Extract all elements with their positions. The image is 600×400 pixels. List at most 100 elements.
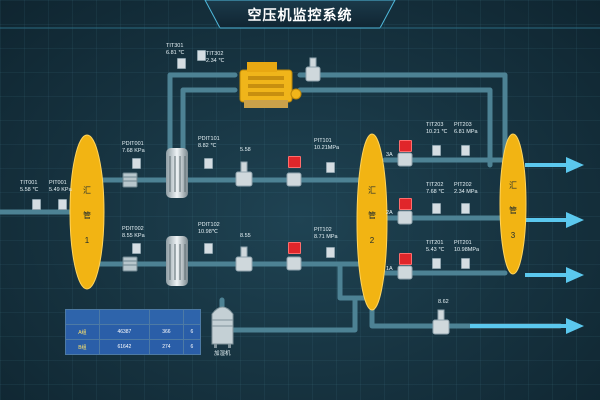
control-valve-3A[interactable] [399,140,412,152]
hub-3-char-3: 3 [510,231,516,240]
pit101-readout: PIT101 10.21MPa [314,138,339,152]
pit203-sensor-icon[interactable] [461,145,470,156]
pdit101-tag: PDIT101 [198,136,220,142]
flow-meter-3 [432,309,450,335]
humidifier-tank[interactable] [210,302,235,349]
valve-label-1A: 1A [386,266,393,272]
pit001-sensor-icon[interactable] [58,199,67,210]
tit202-tag: TIT202 [426,182,444,188]
control-valve-2[interactable] [288,242,301,254]
pit203-value: 6.81 MPa [454,129,478,135]
pipe-lower-tank [219,297,358,333]
pipe-top-loop [167,72,238,183]
hub-2-char-1: 汇 [368,186,376,195]
tit203-sensor-icon[interactable] [432,145,441,156]
tit201-sensor-icon[interactable] [432,258,441,269]
tit202-readout: TIT202 7.68 ℃ [426,182,444,196]
control-valve-1A[interactable] [399,253,412,265]
pit001-tag: PIT001 [49,180,67,186]
tit001-tag: TIT001 [20,180,38,186]
pipe-top-out-2 [297,87,493,168]
pdit101-sensor-icon[interactable] [204,158,213,169]
table-header-cell [98,309,151,325]
pit201-tag: PIT201 [454,240,472,246]
table-cell: 61642 [98,339,151,355]
page-title: 空压机监控系统 [247,7,353,23]
filter-drum-2 [166,236,188,286]
pit001-value: 5.49 KPa [49,187,72,193]
control-valve-2A[interactable] [399,198,412,210]
table-row[interactable]: B组 61642 274 6 [65,339,202,355]
pdit001-sensor-icon[interactable] [132,158,141,169]
pit202-value: 2.34 MPa [454,189,478,195]
pdit001-value: 7.68 KPa [122,148,145,154]
table-row[interactable]: A组 46387 366 6 [65,324,202,340]
pit203-readout: PIT203 6.81 MPa [454,122,478,136]
pipe-bottom [369,297,563,329]
table-header-cell [149,309,184,325]
tit203-value: 10.21 ℃ [426,129,448,135]
pit202-sensor-icon[interactable] [461,203,470,214]
hub-2-char-3: 2 [369,236,375,245]
flow-meter-top [305,57,321,82]
pdit002-value: 8.55 KPa [122,233,145,239]
pipe-lower-loop [337,261,373,301]
hub-1-char-1: 汇 [83,186,91,195]
title-bar: 空压机监控系统 [205,0,395,34]
flow-meter-1 [235,161,253,187]
table-header-cell [65,309,100,325]
table-cell: 6 [182,324,202,340]
pdit002-tag: PDIT002 [122,226,144,232]
pdit002-readout: PDIT002 8.55 KPa [122,226,145,240]
tit201-value: 5.43 ℃ [426,247,445,253]
flow-meter-2 [235,246,253,272]
table-cell: A组 [65,324,100,340]
pit201-sensor-icon[interactable] [461,258,470,269]
pit102-value: 8.71 MPa [314,234,338,240]
hub-2-char-2: 管 [368,211,376,220]
pdit002-sensor-icon[interactable] [132,243,141,254]
pit202-readout: PIT202 2.34 MPa [454,182,478,196]
pipe-top-out [297,72,508,168]
pit201-readout: PIT201 10.98MPa [454,240,479,254]
valve-label-3A: 3A [386,152,393,158]
hub-3-shape [499,133,527,275]
unit-summary-table: A组 46387 366 6 B组 61642 274 6 [65,309,202,355]
hub-3-char-1: 汇 [509,181,517,190]
pdit102-sensor-icon[interactable] [204,243,213,254]
outlet-arrow-2 [566,212,584,228]
pit202-tag: PIT202 [454,182,472,188]
pit102-sensor-icon[interactable] [326,247,335,258]
tit301-tag: TIT301 [166,43,184,49]
tit201-readout: TIT201 5.43 ℃ [426,240,444,254]
table-header-cell [182,309,202,325]
table-cell: 366 [149,324,184,340]
table-cell: 274 [149,339,184,355]
table-cell: 46387 [98,324,151,340]
pdit001-readout: PDIT001 7.68 KPa [122,141,145,155]
tit302-tag: TIT302 [206,51,224,57]
control-valve-1[interactable] [288,156,301,168]
pdit102-tag: PDIT102 [198,222,220,228]
pit101-sensor-icon[interactable] [326,162,335,173]
tit202-value: 7.68 ℃ [426,189,445,195]
cooler-2 [122,256,138,272]
tit001-sensor-icon[interactable] [32,199,41,210]
pit102-tag: PIT102 [314,227,332,233]
tit201-tag: TIT201 [426,240,444,246]
flow3-readout: 8.62 [438,299,449,305]
table-header-row [65,309,202,325]
humidifier-label: 加湿机 [214,351,231,357]
tit203-readout: TIT203 10.21 ℃ [426,122,447,136]
tit302-sensor-icon[interactable] [197,50,206,61]
hub-3-label: 汇 管 3 [506,180,520,241]
tit202-sensor-icon[interactable] [432,203,441,214]
butterfly-valves [286,152,413,280]
valve-label-2A: 2A [386,210,393,216]
outlet-arrow-4 [566,318,584,334]
tit302-readout: TIT302 2.34 ℃ [206,51,224,65]
tit302-value: 2.34 ℃ [206,58,225,64]
tit301-sensor-icon[interactable] [177,58,186,69]
pit201-value: 10.98MPa [454,247,480,253]
